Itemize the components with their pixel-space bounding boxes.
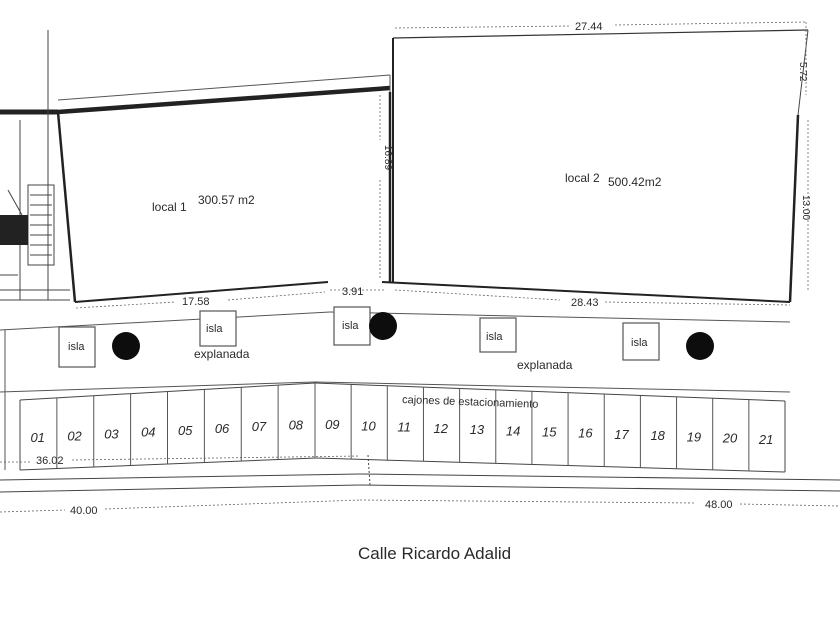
isla-5-label: isla (631, 337, 648, 349)
parking-space-number: 03 (104, 426, 119, 441)
stair-icon (30, 194, 52, 256)
isla-3: isla (333, 306, 371, 346)
local-1-outline (56, 74, 392, 303)
parking-space-number: 06 (215, 421, 230, 436)
parking-space-number: 12 (434, 421, 449, 436)
street-lines (0, 454, 840, 493)
dim-side-right: 13.00 (800, 195, 811, 220)
isla-2-label: isla (206, 323, 223, 335)
parking-space-number: 10 (361, 418, 376, 433)
dimension-lines (0, 21, 840, 513)
local-2-area: 500.42m2 (608, 175, 662, 189)
local-1-area: 300.57 m2 (198, 193, 255, 207)
parking-space-number: 15 (542, 424, 557, 439)
column-3 (686, 332, 714, 360)
dim-local2-left: 16.89 (382, 145, 393, 170)
parking-space-number: 09 (325, 417, 339, 432)
column-1 (112, 332, 140, 360)
isla-4: isla (479, 317, 517, 353)
local-2-name: local 2 (565, 171, 600, 185)
column-2 (369, 312, 397, 340)
parking-numbers: 01 02 03 04 05 06 07 08 09 10 11 12 13 14 15 16 17 18 19 20… (30, 417, 773, 447)
explanada-outline (0, 311, 791, 470)
parking-dividers (56, 383, 750, 471)
dim-street-right: 48.00 (705, 499, 733, 511)
cajones-label: cajones de estacionamiento (402, 394, 539, 411)
left-structure (0, 30, 70, 301)
parking-space-number: 17 (614, 427, 629, 442)
parking-space-number: 04 (141, 425, 155, 440)
isla-1: isla (58, 326, 96, 368)
parking-space-number: 11 (397, 420, 411, 435)
parking-space-number: 05 (178, 423, 193, 438)
parking-space-number: 14 (506, 423, 520, 438)
parking-space-number: 01 (30, 430, 44, 445)
local-1-name: local 1 (152, 200, 187, 214)
parking-space-number: 08 (289, 417, 304, 432)
explanada-label-2: explanada (517, 358, 573, 372)
dim-front-right: 28.43 (571, 297, 599, 309)
dim-front-mid: 3.91 (342, 286, 363, 298)
street-name: Calle Ricardo Adalid (358, 544, 511, 563)
isla-3-label: isla (342, 320, 359, 332)
parking-space-number: 21 (758, 432, 773, 447)
isla-4-label: isla (486, 331, 503, 343)
dim-street-left: 40.00 (70, 505, 98, 517)
dim-lot-front: 36.02 (36, 455, 64, 467)
parking-space-number: 19 (687, 429, 701, 444)
dim-side-small: 5.72 (797, 62, 808, 82)
parking-space-number: 18 (650, 428, 665, 443)
dim-top: 27.44 (575, 21, 603, 33)
isla-2: isla (199, 310, 237, 347)
local-2-outline (381, 29, 809, 303)
dim-front-left: 17.58 (182, 296, 210, 308)
isla-5: isla (622, 322, 660, 361)
parking-space-number: 07 (252, 419, 267, 434)
parking-space-number: 20 (722, 431, 738, 446)
parking-space-number: 13 (470, 422, 485, 437)
parking-space-number: 16 (578, 426, 593, 441)
parking-space-number: 02 (67, 428, 82, 443)
isla-1-label: isla (68, 341, 85, 353)
explanada-label-1: explanada (194, 347, 250, 361)
